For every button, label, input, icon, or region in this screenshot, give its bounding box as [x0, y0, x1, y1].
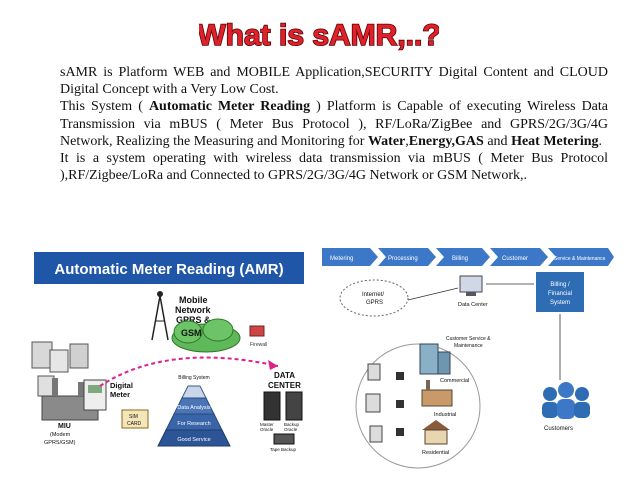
- pyramid-layer-4: [157, 429, 231, 447]
- commercial-building-icon: [419, 343, 451, 375]
- server-icon: [263, 391, 303, 445]
- billing-label-2: Financial: [548, 291, 572, 297]
- pyramid-label-service: Good Service: [177, 437, 210, 443]
- text-segment: ) Platform is Capable of executing Wirel…: [60, 99, 609, 149]
- bold-heat: Heat Metering: [511, 133, 599, 149]
- mobile-network-label-1: Mobile: [179, 295, 208, 305]
- text-segment: and: [483, 133, 512, 149]
- cell-tower-icon: [151, 291, 169, 341]
- arrow-head-icon: [268, 360, 278, 370]
- service-pyramid: [157, 385, 231, 447]
- amr-banner: [34, 252, 304, 284]
- customer-service-label-1: Customer Service &: [446, 336, 491, 342]
- billing-label-1: Billing /: [550, 282, 570, 288]
- pyramid-label-billing: Billing System: [178, 375, 209, 381]
- bold-energy-gas: Energy,GAS: [408, 133, 484, 149]
- pyramid-label-analysis: Data Analysis: [177, 405, 211, 411]
- amr-diagram: Automatic Meter Reading (AMR) Mobile Net…: [28, 246, 316, 468]
- paragraph-system: This System ( Automatic Meter Reading ) …: [60, 98, 608, 150]
- bold-water: Water: [367, 133, 406, 149]
- billing-label-3: System: [550, 300, 570, 306]
- backup-oracle-2: Oracle: [284, 427, 298, 432]
- meter-devices: [31, 341, 89, 397]
- customers-label: Customers: [544, 426, 573, 432]
- data-center-label: Data Center: [458, 302, 488, 308]
- step-label-metering: Metering: [330, 256, 353, 262]
- transmission-arrow: [99, 356, 279, 387]
- sim-card-icon: [121, 409, 149, 429]
- text-segment: ,: [405, 133, 409, 149]
- computer-icon: [459, 275, 483, 296]
- metering-flow-diagram: Metering Processing Billing Customer Ser…: [322, 244, 614, 470]
- title-text: What is sAMR,..?: [199, 19, 439, 52]
- step-label-customer: Customer: [502, 256, 528, 262]
- master-oracle-2: Oracle: [260, 427, 274, 432]
- amr-banner-title: Automatic Meter Reading (AMR): [54, 261, 283, 278]
- internet-label-1: Internet/: [362, 292, 384, 298]
- tape-backup-label: Tape Backup: [270, 447, 297, 452]
- billing-system-box: [536, 272, 584, 312]
- title-graphic: What is sAMR,..?: [199, 18, 439, 53]
- industrial-label: Industrial: [434, 412, 456, 418]
- mobile-network-label-2: Network: [175, 305, 212, 315]
- internet-label-2: GPRS: [366, 300, 383, 306]
- industrial-building-icon: [421, 380, 453, 407]
- link-line: [407, 287, 459, 301]
- data-center-label-1: DATA: [274, 371, 295, 380]
- miu-label-1: MIU: [58, 423, 71, 430]
- backup-oracle-1: Backup: [284, 422, 300, 427]
- meter-icons: [365, 363, 404, 443]
- gsm-label: GSM: [181, 328, 202, 338]
- sim-label-2: CARD: [127, 421, 142, 427]
- text-segment: This System (: [60, 99, 149, 115]
- paragraph-intro: sAMR is Platform WEB and MOBILE Applicat…: [60, 65, 608, 98]
- step-label-service: Service & Maintenance: [554, 256, 606, 262]
- step-processing: [378, 248, 436, 266]
- digital-meter-label-2: Meter: [110, 390, 130, 399]
- step-billing: [436, 248, 490, 266]
- residential-house-icon: [422, 420, 450, 445]
- commercial-label: Commercial: [440, 378, 469, 384]
- step-service: [548, 248, 614, 266]
- master-oracle-1: Master: [260, 422, 274, 427]
- step-metering: [322, 248, 378, 266]
- step-customer: [490, 248, 548, 266]
- customer-service-label-2: Maintenance: [454, 343, 483, 349]
- page-title: What is sAMR,..?: [0, 14, 638, 54]
- firewall-label: Firewall: [250, 342, 267, 348]
- process-steps: [322, 248, 614, 266]
- pyramid-label-research: For Research: [177, 421, 210, 427]
- data-center-label-2: CENTER: [268, 381, 301, 390]
- residential-label: Residential: [422, 450, 449, 456]
- firewall-icon: [249, 325, 265, 337]
- mobile-network-label-3: GPRS &: [176, 315, 211, 325]
- text-segment: .: [598, 133, 603, 149]
- step-label-billing: Billing: [452, 256, 468, 262]
- miu-label-3: GPRS/GSM): [44, 440, 76, 446]
- digital-meter-icon: [83, 379, 107, 411]
- paragraph-operation: It is a system operating with wireless d…: [60, 151, 608, 184]
- customers-icon: [542, 382, 590, 419]
- service-circle: [355, 343, 481, 469]
- bold-amr: Automatic Meter Reading: [148, 99, 311, 115]
- miu-label-2: (Modem: [50, 432, 71, 438]
- digital-meter-label-1: Digital: [110, 381, 133, 390]
- network-cloud-icon: [171, 318, 241, 353]
- internet-cloud-icon: [339, 279, 409, 317]
- sim-label-1: SIM: [129, 414, 138, 420]
- step-label-processing: Processing: [388, 256, 418, 262]
- description: sAMR is Platform WEB and MOBILE Applicat…: [60, 64, 608, 184]
